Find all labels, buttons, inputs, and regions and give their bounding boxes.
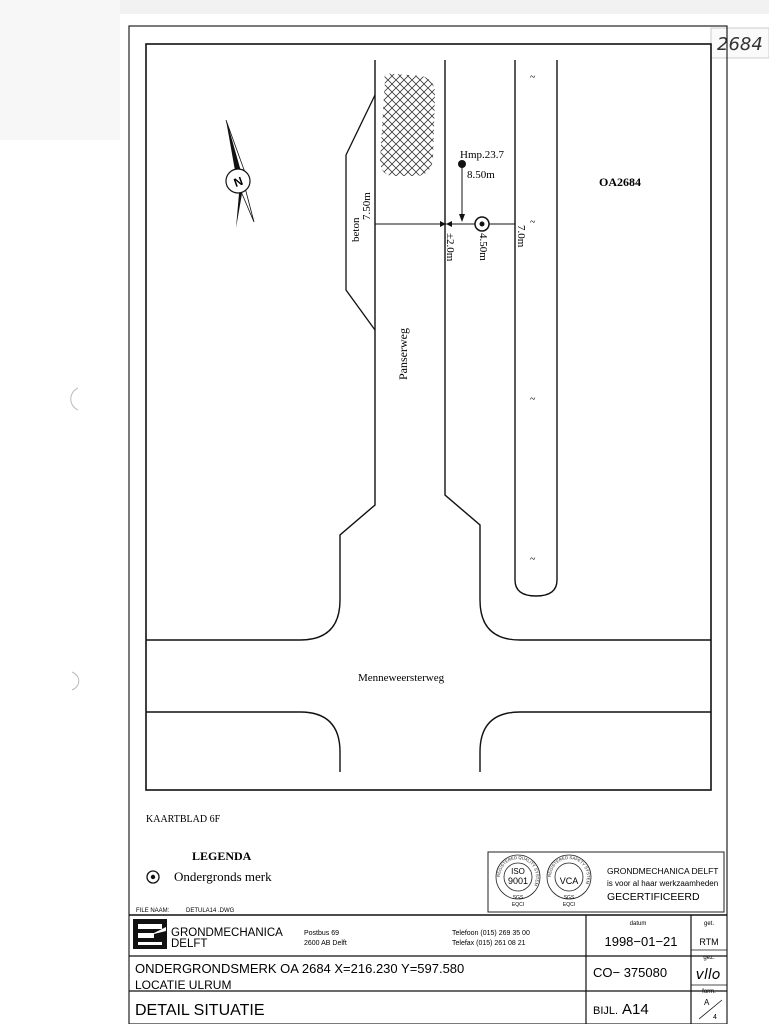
- file-label: FILE NAAM:: [136, 908, 170, 914]
- scan-shade-top: [0, 0, 769, 14]
- address-2: 2600 AB Delft: [304, 940, 347, 947]
- file-name: DETULA14 .DWG: [186, 908, 235, 914]
- form-slash: [698, 999, 723, 1020]
- gez-value: vllo: [696, 967, 721, 983]
- beton-label: beton: [350, 217, 362, 242]
- legend-title: LEGENDA: [192, 849, 252, 863]
- vca-label: VCA: [560, 876, 579, 886]
- dist-450: 4.50m: [477, 233, 489, 261]
- address-1: Postbus 69: [304, 930, 339, 937]
- get-value: RTM: [699, 937, 718, 947]
- vca-sgs: SGS: [564, 895, 575, 901]
- punch-hole-upper: [70, 387, 79, 411]
- map-frame: [145, 43, 712, 791]
- arrow-head: [459, 214, 465, 222]
- kaartblad: KAARTBLAD 6F: [146, 814, 221, 825]
- phone: Telefoon (015) 269 35 00: [452, 930, 530, 937]
- subject-line2: LOCATIE ULRUM: [135, 978, 231, 992]
- company-name-1: GRONDMECHANICA: [171, 927, 283, 939]
- legend-item: Ondergronds merk: [174, 869, 272, 884]
- datum-value: 1998−01−21: [604, 934, 677, 949]
- bijl-value: A14: [622, 1001, 649, 1018]
- dist-pm2: ±2.0m: [444, 233, 456, 262]
- road-name-panserweg: Panserweg: [396, 328, 410, 380]
- road-edge-right: [444, 60, 711, 641]
- fax: Telefax (015) 261 08 21: [452, 940, 526, 947]
- road-edge-lower-right: [479, 711, 711, 772]
- iso-label: ISO: [511, 867, 525, 876]
- dist-70: 7.0m: [515, 225, 527, 248]
- arrow-head: [440, 221, 446, 227]
- iso-number: 9001: [508, 876, 528, 886]
- gez-label: gez.: [703, 955, 715, 961]
- north-arrow-icon: N: [225, 119, 255, 228]
- drawing-title: DETAIL SITUATIE: [135, 1002, 265, 1019]
- form-value-bottom: 4: [713, 1014, 717, 1021]
- water-mark: ~: [530, 217, 536, 228]
- water-mark: ~: [530, 554, 536, 565]
- beton-strip: [345, 94, 376, 331]
- iso-eqci: EQCI: [512, 902, 524, 908]
- subject-line1: ONDERGRONDSMERK OA 2684 X=216.230 Y=597.…: [135, 961, 464, 976]
- sheet-number-box: [710, 27, 769, 59]
- hatched-area: [380, 73, 436, 176]
- legend-symbol-center: [150, 874, 156, 880]
- punch-hole-lower: [71, 671, 80, 691]
- form-value-top: A: [704, 998, 710, 1007]
- form-label: form.: [702, 989, 716, 995]
- get-label: get.: [704, 921, 714, 927]
- cert-line2: is voor al haar werkzaamheden: [607, 879, 718, 888]
- ditch: [514, 60, 558, 597]
- road-name-menneweersterweg: Menneweersterweg: [358, 672, 445, 684]
- road-edge-lower-left: [146, 711, 341, 772]
- scan-shade-left: [0, 0, 120, 140]
- dist-beton: 7.50m: [361, 192, 373, 220]
- sheet-number: 2684: [717, 34, 763, 55]
- co-number: CO− 375080: [593, 965, 667, 980]
- certification-box: [487, 851, 725, 913]
- dist-hmp: 8.50m: [467, 169, 495, 181]
- bijl-label: BIJL.: [593, 1005, 618, 1017]
- outer-frame: [128, 25, 728, 1024]
- point-label: OA2684: [599, 175, 641, 189]
- hmp-marker: [458, 160, 466, 168]
- road-edge-left: [146, 60, 376, 641]
- cert-line1: GRONDMECHANICA DELFT: [607, 866, 718, 876]
- iso-sgs: SGS: [513, 895, 524, 901]
- underground-mark-center: [479, 221, 485, 227]
- company-name-2: DELFT: [171, 938, 207, 950]
- cert-line3: GECERTIFICEERD: [607, 891, 700, 903]
- datum-label: datum: [630, 921, 647, 927]
- company-logo: [133, 919, 167, 949]
- arrow-head: [446, 221, 452, 227]
- water-mark: ~: [530, 394, 536, 405]
- hmp-label: Hmp.23.7: [460, 149, 505, 161]
- vca-eqci: EQCI: [563, 902, 575, 908]
- water-mark: ~: [530, 72, 536, 83]
